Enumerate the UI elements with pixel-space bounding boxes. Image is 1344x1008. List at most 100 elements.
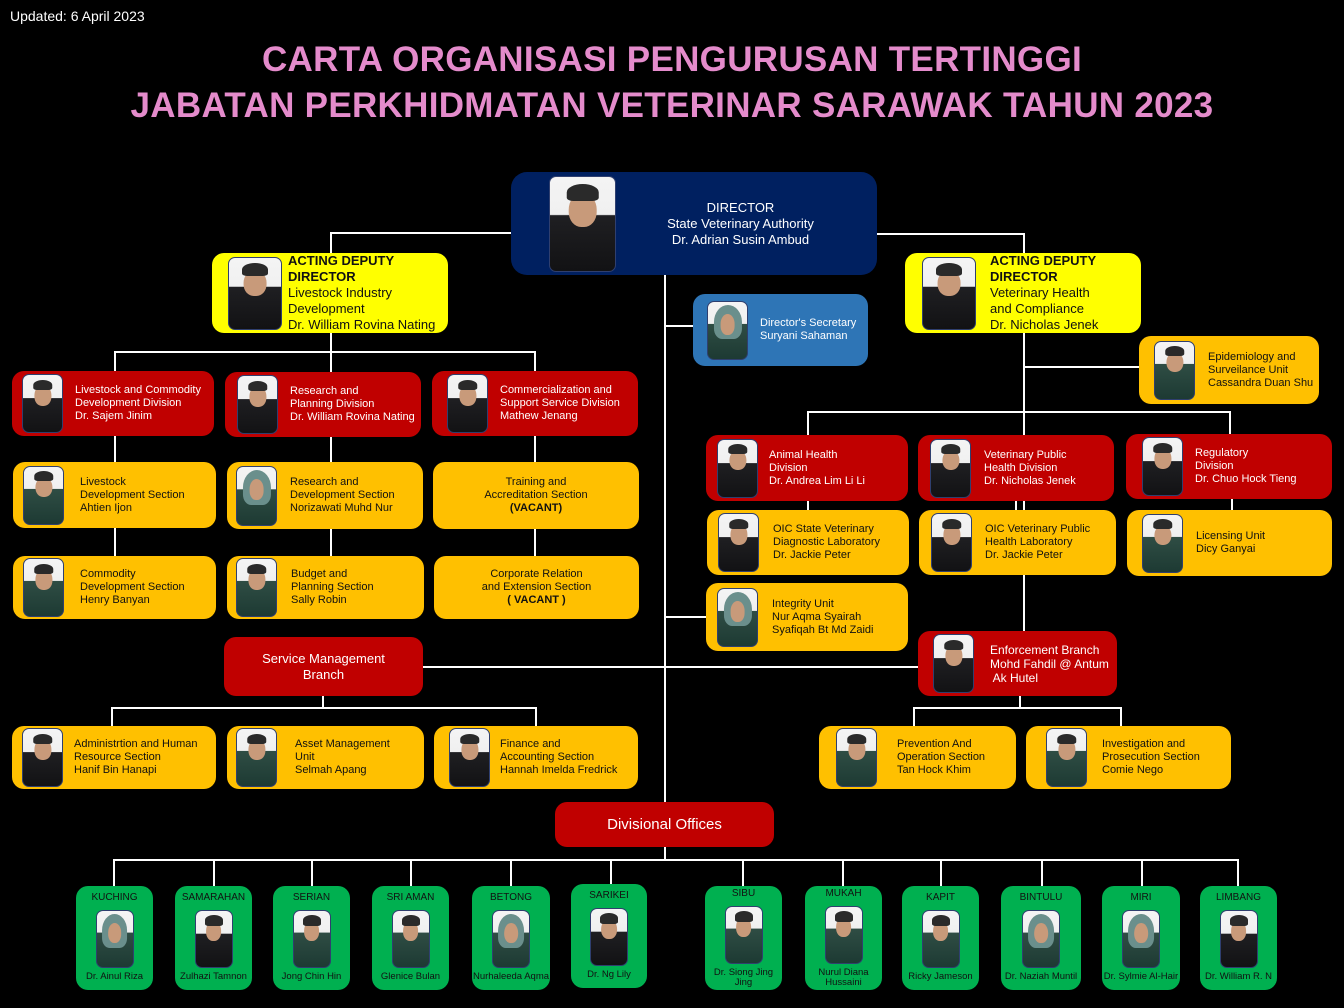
section-photo: [23, 465, 64, 525]
office-head-photo: [95, 910, 134, 968]
section-head: Norizawati Muhd Nur: [290, 502, 393, 514]
section-head-line-1: Nur Aqma Syairah: [772, 610, 862, 623]
enforcement-branch[interactable]: Enforcement Branch Mohd Fahdil @ Antum A…: [918, 631, 1117, 696]
divisional-offices-header[interactable]: Divisional Offices: [555, 802, 774, 847]
veterinary-public-health-lab[interactable]: OIC Veterinary Public Health Laboratory …: [919, 510, 1116, 575]
commercialization-support-division[interactable]: Commercialization and Support Service Di…: [432, 371, 638, 436]
section-line-2: Diagnostic Laboratory: [773, 536, 881, 548]
licensing-unit[interactable]: Licensing Unit Dicy Ganyai: [1127, 510, 1332, 576]
office-head: Dr. Sylmie Al-Hair: [1103, 971, 1179, 982]
deputy-director-left[interactable]: ACTING DEPUTY DIRECTOR Livestock Industr…: [212, 253, 448, 333]
office-name: SERIAN: [292, 892, 331, 903]
office-mukah[interactable]: MUKAH Nurul Diana Hussaini: [805, 886, 882, 990]
veterinary-public-health-division[interactable]: Veterinary Public Health Division Dr. Ni…: [918, 435, 1114, 501]
office-name: SIBU: [731, 888, 756, 899]
section-line-1: Research and: [290, 476, 359, 488]
section-head: Hannah Imelda Fredrick: [500, 764, 618, 776]
office-bintulu[interactable]: BINTULU Dr. Naziah Muntil: [1001, 886, 1081, 990]
section-line-1: OIC Veterinary Public: [985, 523, 1091, 535]
office-serian[interactable]: SERIAN Jong Chin Hin: [273, 886, 350, 990]
director-name: Dr. Adrian Susin Ambud: [671, 231, 810, 247]
deputy-left-name: Dr. William Rovina Nating: [288, 317, 436, 332]
commodity-development-section[interactable]: Commodity Development Section Henry Bany…: [13, 556, 216, 619]
page-title-line-2: JABATAN PERKHIDMATAN VETERINAR SARAWAK T…: [130, 86, 1214, 125]
office-sarikei[interactable]: SARIKEI Dr. Ng Lily: [571, 884, 647, 988]
division-head: Dr. William Rovina Nating: [290, 411, 415, 423]
office-head-photo: [391, 910, 430, 968]
section-photo: [1046, 728, 1087, 787]
budget-planning-section[interactable]: Budget and Planning Section Sally Robin: [227, 556, 424, 619]
finance-accounting-section[interactable]: Finance and Accounting Section Hannah Im…: [434, 726, 638, 789]
office-head: Dr. Naziah Muntil: [1004, 971, 1078, 982]
training-accreditation-section[interactable]: Training and Accreditation Section (VACA…: [433, 462, 639, 529]
section-line-1: Administrtion and Human: [74, 738, 198, 750]
director-box[interactable]: DIRECTOR State Veterinary Authority Dr. …: [511, 172, 877, 275]
office-sri-aman[interactable]: SRI AMAN Glenice Bulan: [372, 886, 449, 990]
research-planning-division[interactable]: Research and Planning Division Dr. Willi…: [225, 372, 421, 437]
office-limbang[interactable]: LIMBANG Dr. William R. N: [1200, 886, 1277, 990]
division-photo: [22, 374, 63, 433]
secretary-role: Director's Secretary: [760, 317, 857, 329]
prevention-operation-section[interactable]: Prevention And Operation Section Tan Hoc…: [819, 726, 1016, 789]
secretary-photo: [707, 300, 748, 360]
section-photo: [836, 728, 877, 787]
regulatory-division[interactable]: Regulatory Division Dr. Chuo Hock Tieng: [1126, 434, 1332, 499]
office-miri[interactable]: MIRI Dr. Sylmie Al-Hair: [1102, 886, 1180, 990]
section-head: Dicy Ganyai: [1196, 543, 1256, 555]
administration-hr-section[interactable]: Administrtion and Human Resource Section…: [12, 726, 216, 789]
office-samarahan[interactable]: SAMARAHAN Zulhazi Tamnon: [175, 886, 252, 990]
division-line-1: Veterinary Public: [984, 448, 1067, 461]
office-kapit[interactable]: KAPIT Ricky Jameson: [902, 886, 979, 990]
corporate-relation-extension-section[interactable]: Corporate Relation and Extension Section…: [434, 556, 639, 619]
section-photo: [236, 728, 277, 787]
section-photo: [449, 728, 490, 787]
office-head: Glenice Bulan: [380, 971, 441, 982]
deputy-right-name: Dr. Nicholas Jenek: [990, 317, 1099, 332]
research-development-section[interactable]: Research and Development Section Norizaw…: [227, 462, 423, 529]
asset-management-unit[interactable]: Asset Management Unit Selmah Apang: [227, 726, 424, 789]
section-line-2: Resource Section: [74, 751, 161, 763]
vacant-label: (VACANT): [509, 502, 563, 514]
state-veterinary-diagnostic-lab[interactable]: OIC State Veterinary Diagnostic Laborato…: [707, 510, 909, 575]
section-photo: [1142, 513, 1183, 573]
section-photo: [22, 728, 63, 787]
office-name: SAMARAHAN: [181, 892, 246, 903]
deputy-director-right[interactable]: ACTING DEPUTY DIRECTOR Veterinary Health…: [905, 253, 1141, 333]
epidemiology-unit-box[interactable]: Epidemiology and Surveilance Unit Cassan…: [1139, 336, 1319, 404]
section-head: Henry Banyan: [80, 594, 150, 606]
section-head: Ahtien Ijon: [80, 501, 132, 514]
office-name: KAPIT: [926, 892, 955, 903]
deputy-left-unit-2: Development: [288, 301, 365, 316]
integrity-unit[interactable]: Integrity Unit Nur Aqma Syairah Syafiqah…: [706, 583, 908, 651]
deputy-right-unit-2: and Compliance: [990, 301, 1084, 316]
division-head: Dr. Sajem Jinim: [75, 410, 153, 422]
section-line-1: Commodity: [80, 568, 136, 580]
office-betong[interactable]: BETONG Nurhaleeda Aqma: [472, 886, 550, 990]
investigation-prosecution-section[interactable]: Investigation and Prosecution Section Co…: [1026, 726, 1231, 789]
secretary-box[interactable]: Director's Secretary Suryani Sahaman: [693, 294, 868, 366]
divisional-offices-label: Divisional Offices: [607, 816, 722, 833]
office-head: Nurul Diana Hussaini: [818, 967, 869, 988]
division-photo: [717, 438, 758, 498]
section-photo: [236, 465, 277, 526]
division-line-1: Research and: [290, 385, 359, 397]
epidemiology-name: Cassandra Duan Shu: [1208, 376, 1314, 389]
service-management-branch[interactable]: Service Management Branch: [224, 637, 423, 696]
animal-health-division[interactable]: Animal Health Division Dr. Andrea Lim Li…: [706, 435, 908, 501]
section-line-2: Development Section: [80, 581, 185, 593]
secretary-name: Suryani Sahaman: [760, 330, 848, 342]
office-head-photo: [824, 906, 863, 964]
office-kuching[interactable]: KUCHING Dr. Ainul Riza: [76, 886, 153, 990]
epidemiology-line-2: Surveilance Unit: [1208, 363, 1289, 376]
branch-head-line-2: Ak Hutel: [990, 670, 1039, 685]
office-head: Dr. William R. N: [1204, 971, 1273, 982]
section-photo: [717, 587, 758, 647]
section-head: Hanif Bin Hanapi: [74, 764, 157, 776]
division-head: Dr. Andrea Lim Li Li: [769, 474, 865, 487]
livestock-development-section[interactable]: Livestock Development Section Ahtien Ijo…: [13, 462, 216, 528]
office-head-photo: [921, 910, 960, 968]
office-sibu[interactable]: SIBU Dr. Siong Jing Jing: [705, 886, 782, 990]
livestock-commodity-division[interactable]: Livestock and Commodity Development Divi…: [12, 371, 214, 436]
deputy-left-photo: [228, 256, 282, 330]
section-line-2: Development Section: [80, 488, 185, 501]
